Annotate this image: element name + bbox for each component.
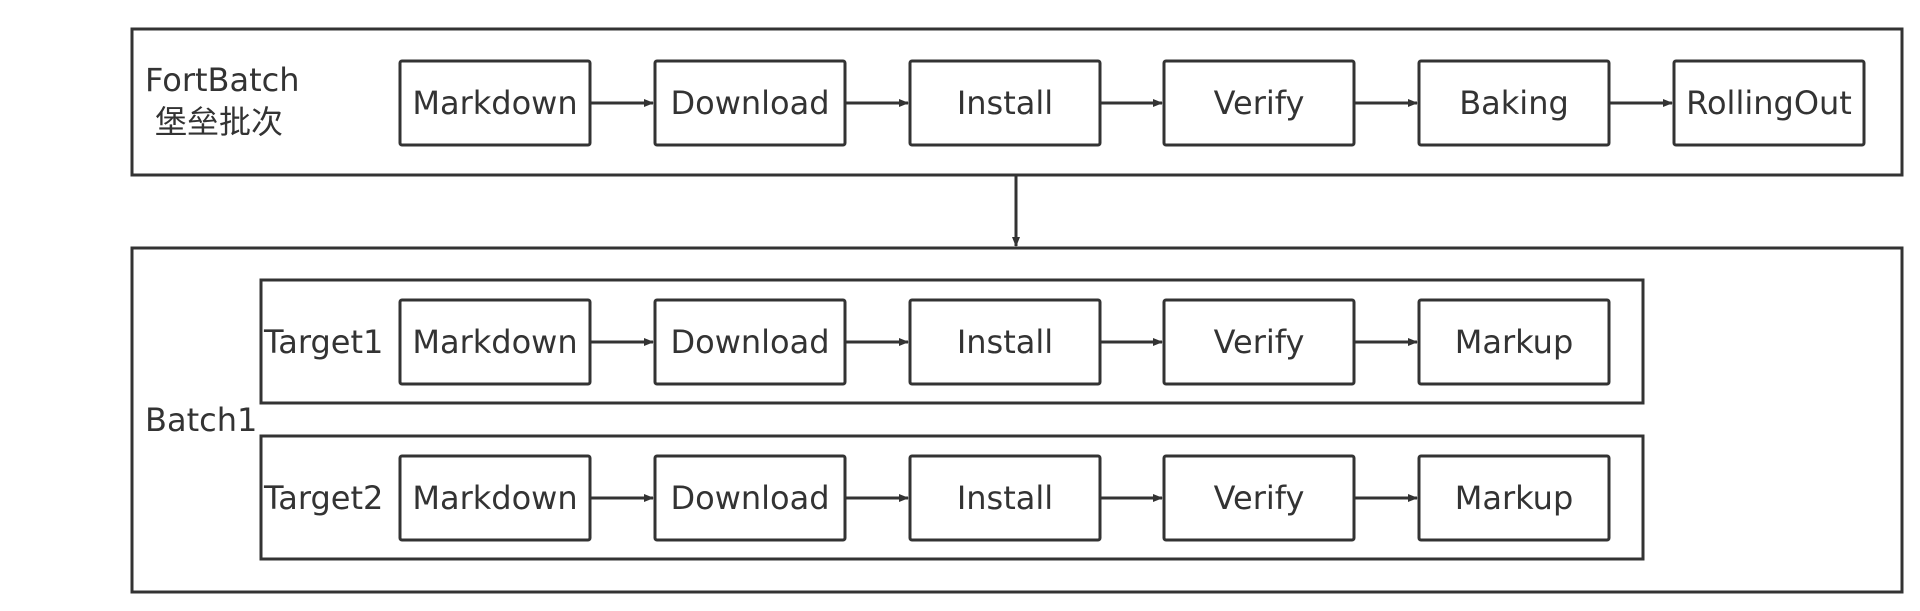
fortbatch-container: FortBatch 堡垒批次 Markdown Download Install Ve…	[130, 27, 1904, 177]
target1-step-label-2: Download	[670, 323, 829, 361]
target2-step-label-2: Download	[670, 479, 829, 517]
target1-step-box-5	[1417, 298, 1611, 386]
fortbatch-label: FortBatch	[145, 61, 300, 99]
target2-steps: Markdown Download Install Verify Markup	[398, 454, 1611, 542]
fortbatch-step-label-5: Baking	[1459, 84, 1569, 122]
target1-step-label-5: Markup	[1455, 323, 1574, 361]
fortbatch-steps: Markdown Download Install Verify Baking Rolli…	[398, 59, 1866, 147]
target2-step-label-3: Install	[957, 479, 1053, 517]
target2-step-label-5: Markup	[1455, 479, 1574, 517]
target2-label: Target2	[263, 479, 383, 517]
target2-step-box-5	[1417, 454, 1611, 542]
target1-steps: Markdown Download Install Verify Markup	[398, 298, 1611, 386]
fortbatch-step-label-3: Install	[957, 84, 1053, 122]
fortbatch-step-label-1: Markdown	[412, 84, 577, 122]
target1-step-label-4: Verify	[1214, 323, 1305, 361]
target2-step-label-1: Markdown	[412, 479, 577, 517]
fortbatch-label-cn: 堡垒批次	[155, 103, 283, 141]
target1-step-label-3: Install	[957, 323, 1053, 361]
target1-step-label-1: Markdown	[412, 323, 577, 361]
fortbatch-step-box-6	[1672, 59, 1866, 147]
batch-label: Batch1	[145, 401, 257, 439]
fortbatch-step-label-4: Verify	[1214, 84, 1305, 122]
target1-label: Target1	[263, 323, 383, 361]
fortbatch-step-label-2: Download	[670, 84, 829, 122]
fortbatch-step-label-6: RollingOut	[1686, 84, 1852, 122]
target2-step-label-4: Verify	[1214, 479, 1305, 517]
